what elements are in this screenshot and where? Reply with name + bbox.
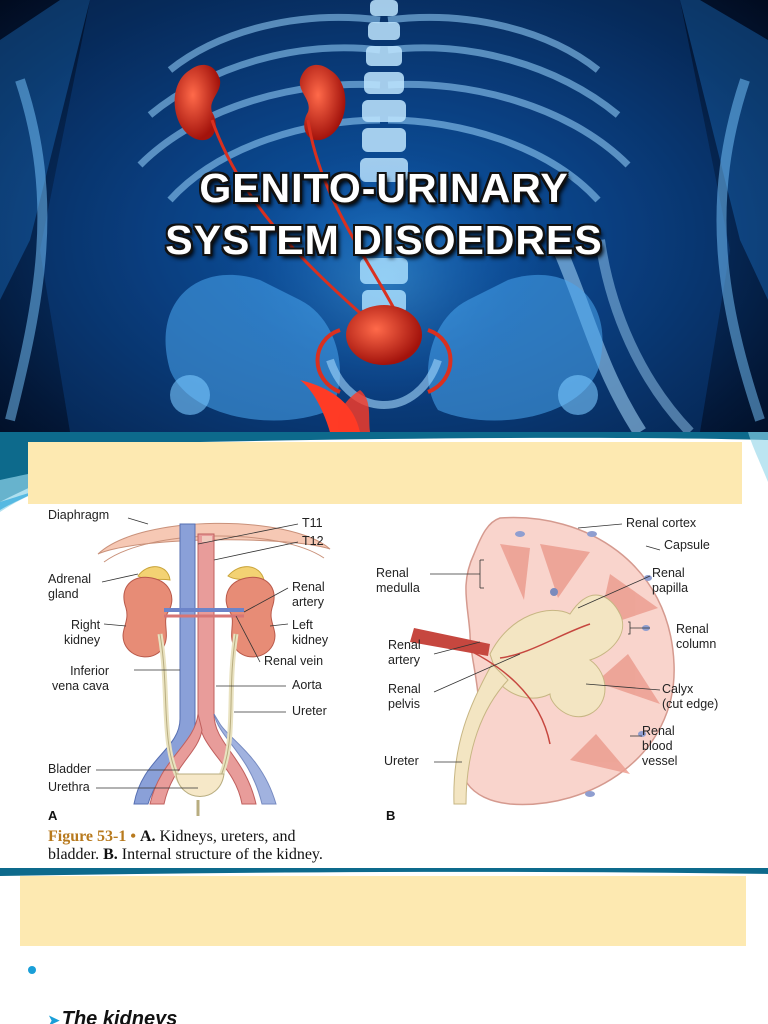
skeleton-illustration xyxy=(0,0,768,432)
label-bladder: Bladder xyxy=(48,762,92,776)
label-ureter-b: Ureter xyxy=(384,754,419,768)
label-renal-blood-vessel: Renal blood vessel xyxy=(642,724,678,768)
decorative-wave xyxy=(0,432,768,512)
caption-text-1: Kidneys, ureters, and xyxy=(155,828,296,845)
label-renal-pelvis: Renal pelvis xyxy=(388,682,421,711)
panel-label-b: B xyxy=(386,808,396,823)
caption-b: B. xyxy=(103,846,118,863)
title-slide: GENITO-URINARY SYSTEM DISOEDRES xyxy=(0,0,768,432)
label-capsule: Capsule xyxy=(664,538,710,552)
panel-label-a: A xyxy=(48,808,58,823)
kidney-anatomy-figure: Diaphragm T11 T12 Adrenal gland Renal ar… xyxy=(30,504,742,868)
label-renal-column: Renal column xyxy=(676,622,717,651)
label-diaphragm: Diaphragm xyxy=(48,508,110,522)
label-right-kidney: Right kidney xyxy=(64,618,101,647)
slide-title: GENITO-URINARY SYSTEM DISOEDRES xyxy=(0,162,768,266)
title-line-1: GENITO-URINARY xyxy=(199,165,569,211)
caption-text-3: Internal structure of the kidney. xyxy=(117,846,323,863)
caption-a: A. xyxy=(139,828,156,845)
figure-caption: Figure 53-1 • A. Kidneys, ureters, and b… xyxy=(48,828,488,864)
caption-text-2: bladder. xyxy=(48,846,104,863)
label-renal-cortex: Renal cortex xyxy=(626,516,697,530)
label-renal-vein: Renal vein xyxy=(264,654,324,668)
label-renal-artery-b: Renal artery xyxy=(388,638,421,667)
label-calyx: Calyx (cut edge) xyxy=(662,682,719,711)
label-renal-papilla: Renal papilla xyxy=(652,566,689,595)
decorative-wave-top xyxy=(0,868,768,876)
arrow-bullet-icon: ➤ xyxy=(48,1012,60,1024)
anatomy-drawing xyxy=(96,516,675,816)
label-inferior-vena-cava: Inferior vena cava xyxy=(52,664,109,693)
label-left-kidney: Left kidney xyxy=(292,618,329,647)
slide-heading-box xyxy=(28,442,742,504)
figure-slide: Diaphragm T11 T12 Adrenal gland Renal ar… xyxy=(0,432,768,868)
title-line-2: SYSTEM DISOEDRES xyxy=(165,217,603,263)
content-slide: ➤The kidneys xyxy=(0,868,768,1024)
label-renal-artery-a: Renal artery xyxy=(292,580,325,609)
label-urethra: Urethra xyxy=(48,780,90,794)
sub-bullet-kidneys: ➤The kidneys xyxy=(48,1008,177,1024)
sub-bullet-text: The kidneys xyxy=(61,1008,178,1024)
label-ureter-a: Ureter xyxy=(292,704,327,718)
label-t12: T12 xyxy=(302,534,324,548)
caption-figure-number: Figure 53-1 • xyxy=(48,828,136,845)
label-renal-medulla: Renal medulla xyxy=(376,566,420,595)
label-adrenal-gland: Adrenal gland xyxy=(48,572,92,601)
label-t11: T11 xyxy=(302,516,323,530)
bullet-dot xyxy=(28,966,36,974)
label-aorta: Aorta xyxy=(292,678,322,692)
slide-heading-box xyxy=(20,876,746,946)
